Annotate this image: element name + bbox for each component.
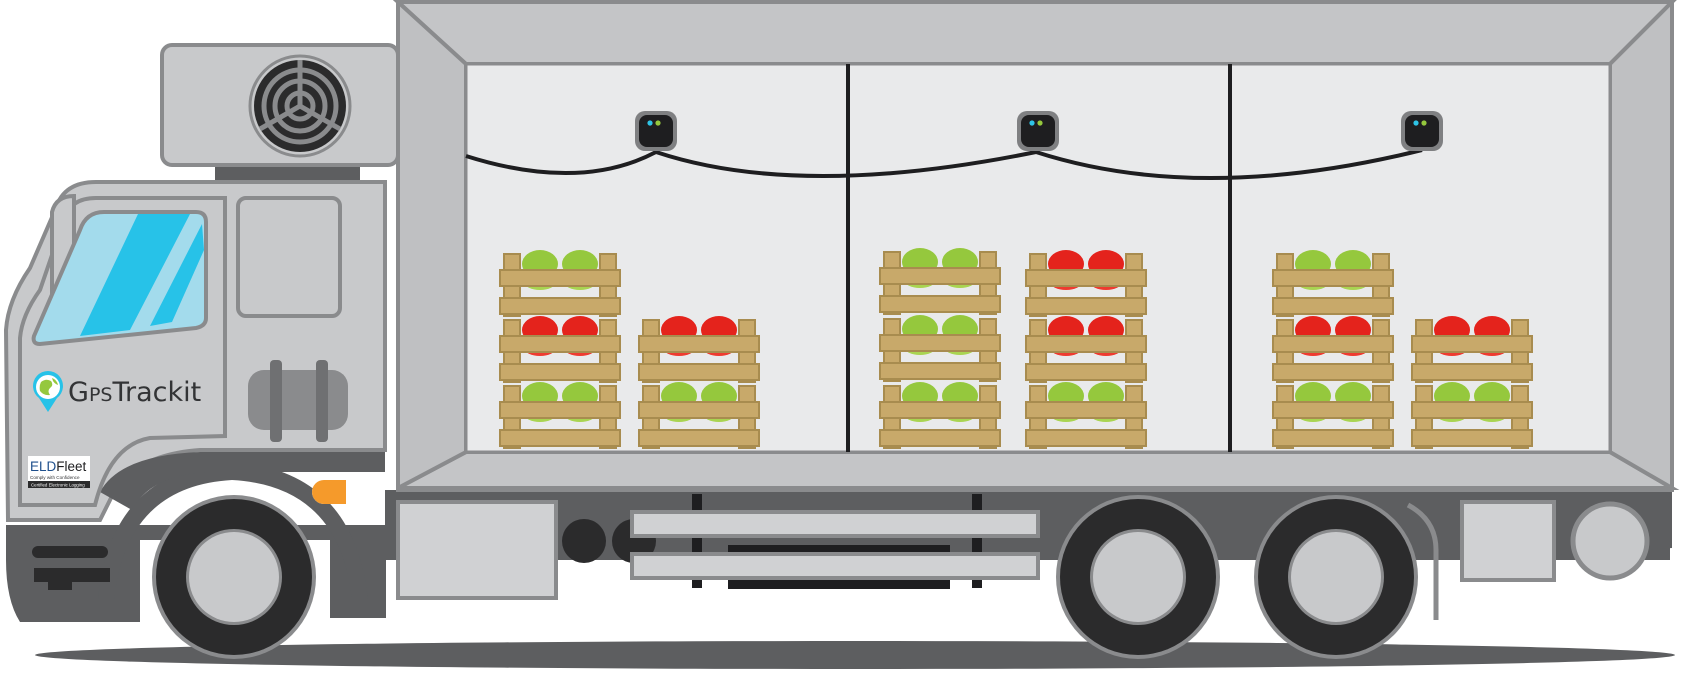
sensor-icon xyxy=(1017,111,1059,151)
brand-name: GPSTrackit xyxy=(68,377,201,408)
sensor-cable xyxy=(465,148,1423,180)
truck-cab xyxy=(3,180,387,622)
ground-shadow xyxy=(35,641,1675,669)
eld-subline: Certified Electronic Logging xyxy=(31,483,85,488)
rear-wheel xyxy=(1254,495,1418,659)
front-wheel xyxy=(152,495,316,659)
globe-pin-icon xyxy=(33,371,64,412)
rear-wheel xyxy=(1056,495,1220,659)
marker-light xyxy=(312,480,370,504)
chassis xyxy=(385,490,1672,620)
gpstrackit-logo: GPSTrackit xyxy=(33,371,201,412)
eld-tagline: Comply with Confidence xyxy=(30,475,80,480)
cab-window xyxy=(31,210,208,347)
reefer-unit xyxy=(160,43,400,183)
fan-icon xyxy=(248,54,352,158)
fuel-tank xyxy=(248,370,348,430)
sensor-icon xyxy=(635,111,677,151)
eld-fleet-badge: ELDFleet Comply with Confidence Certifie… xyxy=(28,456,90,488)
eld-fleet-title: ELDFleet xyxy=(30,459,87,474)
sensor-icon xyxy=(1401,111,1443,151)
